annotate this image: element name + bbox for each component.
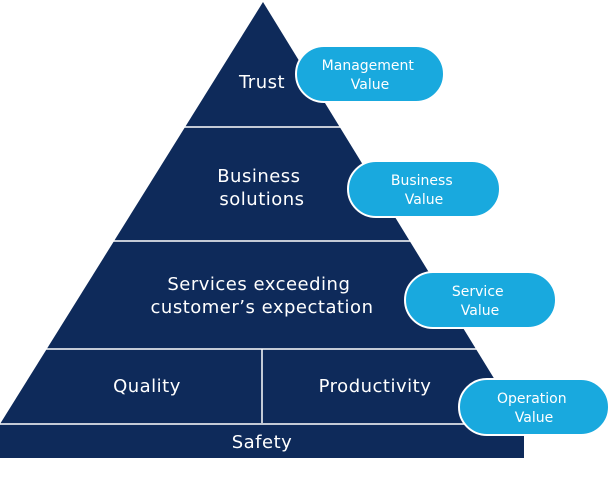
svg-text:Business Value: Business Value (391, 173, 457, 208)
tier-trust-label: Trust (238, 72, 285, 93)
pyramid-shape (0, 2, 522, 424)
tier-productivity-label: Productivity (319, 376, 432, 397)
operation-value-pill: Operation Value (458, 378, 610, 436)
svg-text:Operation Value: Operation Value (497, 391, 571, 426)
tier-business-solutions-label: Business solutions (217, 166, 307, 210)
safety-base-bar (0, 424, 524, 458)
tier-services-label: Services exceeding customer’s expectatio… (151, 274, 374, 318)
base-safety-label: Safety (232, 432, 293, 453)
tier-quality-label: Quality (113, 376, 181, 397)
management-value-pill: Management Value (295, 45, 445, 103)
svg-text:Management Value: Management Value (322, 58, 419, 93)
business-value-pill: Business Value (347, 160, 501, 218)
svg-text:Service Value: Service Value (452, 284, 508, 319)
service-value-pill: Service Value (404, 271, 557, 329)
